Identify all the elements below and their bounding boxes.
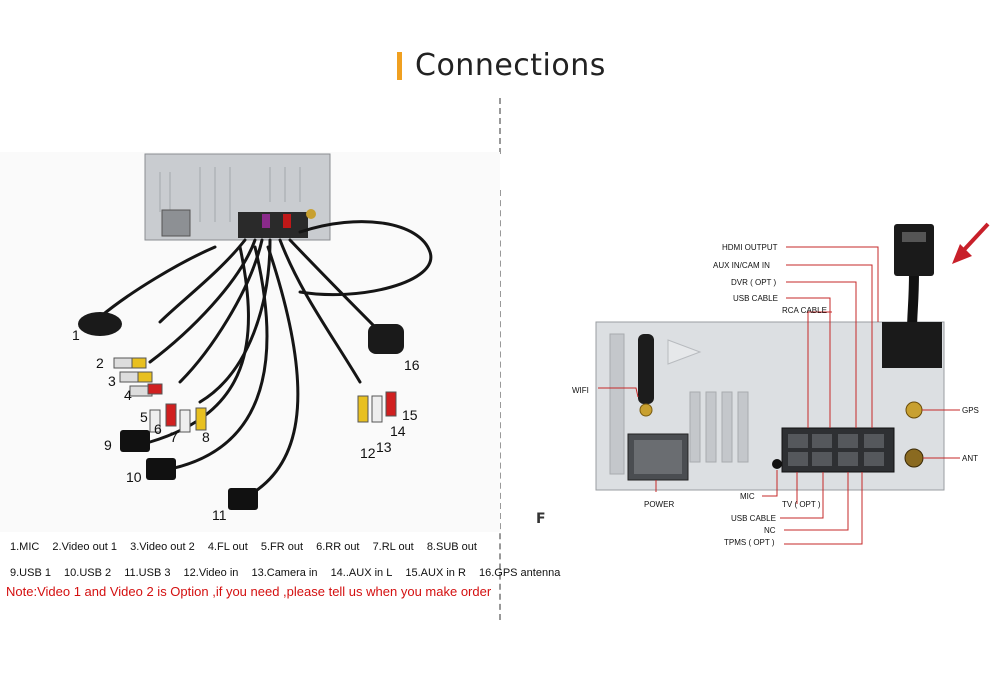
legend-item: 5.FR out — [260, 541, 304, 553]
callout-3: 3 — [108, 373, 116, 389]
usb-plug-3 — [228, 488, 258, 510]
wifi-antenna — [638, 334, 654, 404]
callout-14: 14 — [390, 423, 406, 439]
legend-item: 10.USB 2 — [64, 567, 112, 579]
gps-jack — [905, 401, 923, 419]
legend-item: 1.MIC — [10, 541, 40, 553]
legend-item: 12.Video in — [183, 567, 239, 579]
callout-9: 9 — [104, 437, 112, 453]
legend-item: 3.Video out 2 — [130, 541, 195, 553]
harness-illustration — [78, 153, 433, 510]
hdmi-plug — [894, 224, 934, 276]
order-note: Note:Video 1 and Video 2 is Option ,if y… — [6, 584, 492, 599]
label-usb-cable-bottom: USB CABLE — [731, 514, 776, 523]
callout-1: 1 — [72, 327, 80, 343]
label-tv-opt: TV ( OPT ) — [782, 500, 821, 509]
callout-13: 13 — [376, 439, 392, 455]
label-rca-cable: RCA CABLE — [782, 306, 827, 315]
legend-item: 6.RR out — [316, 541, 360, 553]
label-aux-cam-in: AUX IN/CAM IN — [713, 261, 770, 270]
callout-6: 6 — [154, 421, 162, 437]
callout-5: 5 — [140, 409, 148, 425]
legend-item: 2.Video out 1 — [52, 541, 118, 553]
callout-4: 4 — [124, 387, 132, 403]
legend-item: 15.AUX in R — [405, 567, 466, 579]
gps-antenna — [368, 324, 404, 354]
mic-module — [78, 312, 122, 336]
legend-item: 14..AUX in L — [330, 567, 393, 579]
label-hdmi-output: HDMI OUTPUT — [722, 243, 778, 252]
callout-2: 2 — [96, 355, 104, 371]
divider-bottom — [499, 190, 501, 620]
label-power: POWER — [644, 500, 675, 509]
legend-item: 13.Camera in — [251, 567, 318, 579]
legend-item: 8.SUB out — [426, 541, 477, 553]
label-mic: MIC — [740, 492, 755, 501]
label-tpms-opt: TPMS ( OPT ) — [724, 538, 775, 547]
usb-plug-1 — [120, 430, 150, 452]
callout-11: 11 — [212, 507, 227, 523]
label-nc: NC — [764, 526, 776, 535]
label-dvr-opt: DVR ( OPT ) — [731, 278, 777, 287]
callout-8: 8 — [202, 429, 210, 445]
legend-row-2: 9.USB 1 10.USB 2 11.USB 3 12.Video in 13… — [10, 567, 570, 579]
label-gps: GPS — [962, 406, 979, 415]
callout-12: 12 — [360, 445, 376, 461]
callout-10: 10 — [126, 469, 142, 485]
callout-16: 16 — [404, 357, 420, 373]
legend-row-1: 1.MIC 2.Video out 1 3.Video out 2 4.FL o… — [10, 541, 487, 553]
rear-panel-diagram — [595, 222, 990, 545]
page-title: Connections — [415, 48, 606, 83]
divider-top — [499, 98, 501, 154]
title-accent-bar — [397, 52, 402, 80]
legend-item: 4.FL out — [207, 541, 248, 553]
callout-7: 7 — [170, 429, 178, 445]
ant-jack — [904, 448, 924, 468]
label-wifi: WIFI — [572, 386, 589, 395]
legend-item: 16.GPS antenna — [478, 567, 561, 579]
legend-item: 7.RL out — [372, 541, 414, 553]
legend-item: 11.USB 3 — [124, 567, 171, 579]
usb-plug-2 — [146, 458, 176, 480]
hdmi-arrow — [960, 222, 990, 254]
stray-character: F — [536, 511, 546, 527]
callout-15: 15 — [402, 407, 418, 423]
label-ant: ANT — [962, 454, 978, 463]
label-usb-cable-top: USB CABLE — [733, 294, 778, 303]
legend-item: 9.USB 1 — [10, 567, 51, 579]
